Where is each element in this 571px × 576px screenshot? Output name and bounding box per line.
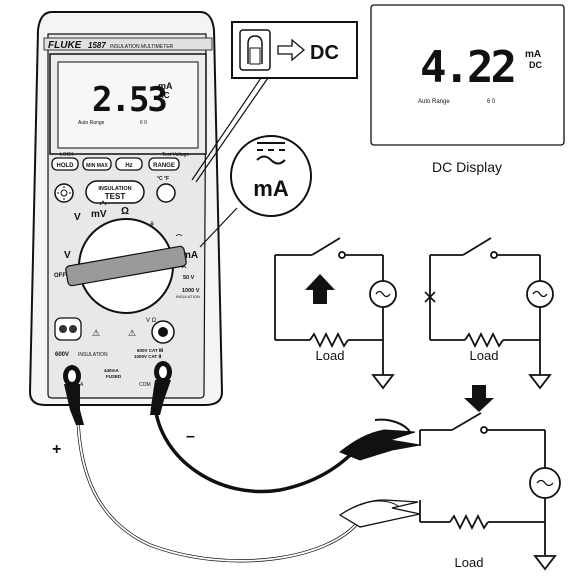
brand-label: FLUKE	[48, 40, 82, 51]
meter-unit: mA	[158, 81, 173, 91]
meter-range-digits: 6 0	[140, 120, 147, 126]
meter-reading: 2.53	[92, 80, 166, 120]
svg-text:MIN MAX: MIN MAX	[86, 163, 108, 169]
dial-label-mv: mV	[91, 209, 107, 220]
backlight-icon	[57, 186, 71, 200]
multimeter: FLUKE 1587 INSULATION MULTIMETER 2.53 mA…	[28, 11, 224, 406]
alligator-clip-gray	[338, 499, 421, 528]
probe-positive[interactable]	[63, 365, 84, 425]
warning-icon-2: ⚠	[128, 328, 136, 338]
jack-label-a: A	[80, 382, 84, 388]
down-arrow-icon	[464, 385, 494, 412]
dc-display-mode: DC	[529, 60, 542, 70]
circuit-3	[419, 412, 557, 571]
dc-display-range-digits: 6 0	[487, 99, 496, 105]
dc-display-unit: mA	[525, 49, 541, 60]
up-arrow-icon	[305, 274, 335, 304]
callout-dc-label: DC	[310, 42, 339, 64]
warning-icon: ⚠	[92, 328, 100, 338]
dial-label-v-ac: V	[64, 250, 71, 261]
plus-label: +	[52, 441, 61, 458]
temp-button[interactable]	[156, 183, 176, 203]
circuit-1	[274, 237, 395, 390]
load-label-2: Load	[470, 348, 499, 363]
svg-text:RANGE: RANGE	[153, 163, 175, 169]
svg-text:TEST: TEST	[105, 192, 126, 201]
dial-label-ma: mA	[182, 250, 198, 261]
meter-lcd: 2.53 mA AC Auto Range 6 0	[49, 53, 207, 155]
svg-text:INSULATION: INSULATION	[98, 186, 131, 192]
fuse-label-1: 440mA	[104, 368, 120, 373]
load-label-1: Load	[316, 348, 345, 363]
insulation-test-button[interactable]: INSULATION TEST	[85, 180, 145, 204]
callout-dc: DC	[191, 21, 358, 183]
callout-ma-label: mA	[253, 176, 289, 201]
jack-v-ohm[interactable]	[151, 320, 175, 344]
svg-text:HOLD: HOLD	[57, 163, 75, 169]
dc-display-caption: DC Display	[432, 159, 502, 175]
meter-mode: AC	[158, 91, 170, 100]
dc-display-reading: 4.22	[420, 42, 514, 93]
dc-display-range-label: Auto Range	[418, 99, 450, 105]
jack-label-insulation: INSULATION	[78, 352, 108, 358]
toggle-switch-icon	[239, 29, 271, 71]
jack-label-com: COM	[139, 382, 151, 388]
load-label-3: Load	[455, 555, 484, 570]
rotary-switch[interactable]	[65, 218, 187, 314]
lock-label: LOCK	[60, 152, 74, 158]
circuit-2	[429, 237, 552, 390]
cat-rating-1: 600V CAT Ⅲ	[137, 348, 163, 353]
hz-button[interactable]: Hz	[115, 157, 143, 171]
dial-label-50v: 50 V	[183, 275, 195, 281]
callout-ma: mA	[199, 135, 312, 248]
hold-button[interactable]: HOLD	[51, 157, 79, 171]
jack-label-vohm: V Ω	[146, 318, 157, 324]
break-mark-icon	[424, 291, 436, 303]
alligator-clip-black	[339, 418, 421, 461]
minus-label: –	[186, 428, 195, 445]
backlight-button[interactable]	[54, 183, 74, 203]
model-label: 1587	[88, 41, 106, 50]
meter-range-label: Auto Range	[78, 120, 105, 126]
arrow-right-icon	[277, 38, 306, 62]
model-description: INSULATION MULTIMETER	[110, 44, 174, 50]
ac-dc-symbol-icon	[256, 142, 286, 165]
dial-label-insulation: INSULATION	[176, 294, 200, 299]
svg-text:Hz: Hz	[125, 163, 132, 169]
dial-label-1000v: 1000 V	[182, 288, 200, 294]
dial-label-ohm: Ω	[121, 206, 129, 217]
jack-panel: ⚠ ⚠ V Ω 600V INSULATION 600V CAT Ⅲ 1000V…	[54, 317, 175, 388]
test-voltage-label: Test Voltage	[162, 152, 189, 158]
test-leads	[76, 404, 362, 563]
fuse-label-2: FUSED	[106, 374, 122, 379]
dc-display: 4.22 mA DC Auto Range 6 0	[370, 4, 565, 146]
dial-label-v-dc: V	[74, 212, 81, 223]
temp-label: °C °F	[157, 176, 169, 182]
minmax-button[interactable]: MIN MAX	[82, 157, 112, 171]
cat-rating-2: 1000V CAT Ⅱ	[134, 354, 161, 359]
range-button[interactable]: RANGE	[148, 157, 180, 171]
dial-label-off: OFF	[54, 273, 66, 279]
probe-negative[interactable]	[150, 361, 172, 415]
jack-label-600v: 600V	[55, 352, 69, 358]
